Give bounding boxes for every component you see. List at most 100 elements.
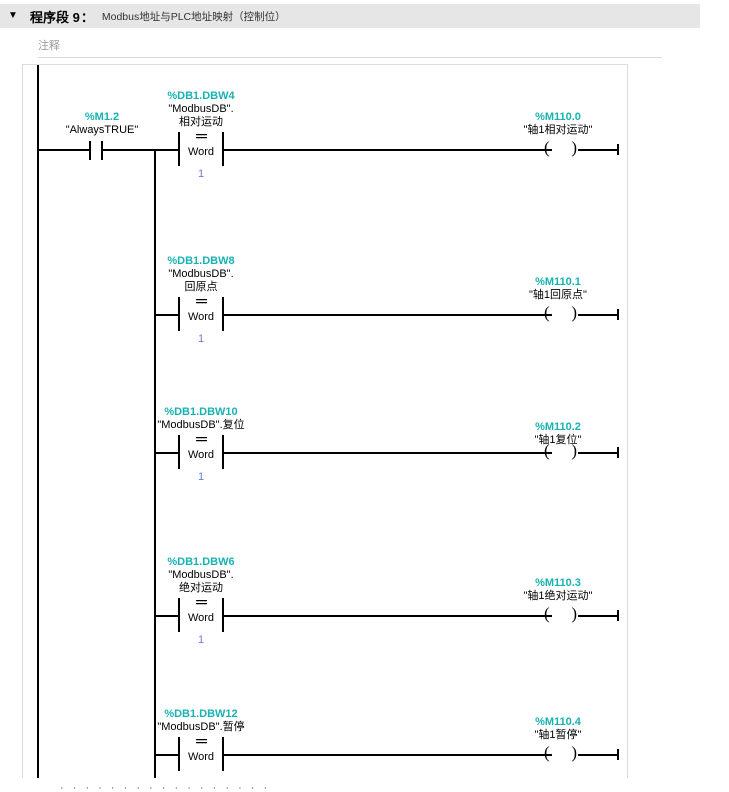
coil-paren-left: ( [544, 743, 550, 762]
compare-address: %DB1.DBW8 [167, 255, 235, 267]
coil-symbol: "轴1绝对运动" [523, 590, 593, 602]
network-comment-field[interactable]: 注释 [38, 40, 60, 52]
wire-compare-to-coil-4 [222, 615, 552, 617]
compare-label-5: %DB1.DBW12 "ModbusDB".暂停 [121, 708, 281, 734]
coil-paren-left: ( [544, 138, 550, 157]
compare-value: 1 [197, 333, 205, 345]
compare-operator: == [195, 736, 208, 748]
rung-end-tick-4 [617, 610, 619, 621]
wire-compare-to-coil-2 [222, 314, 552, 316]
rung-end-tick-5 [617, 749, 619, 760]
comment-separator [38, 57, 662, 58]
network-subtitle: Modbus地址与PLC地址映射（控制位） [101, 10, 286, 23]
wire-compare-to-coil-3 [222, 452, 552, 454]
output-coil-1[interactable]: ( ) [544, 139, 578, 159]
compare-label-3: %DB1.DBW10 "ModbusDB".复位 [121, 406, 281, 432]
bottom-ellipsis: · · · · · · · · · · · · · · · · · [60, 782, 271, 790]
compare-operator: == [195, 131, 208, 143]
rung-end-tick-1 [617, 144, 619, 155]
compare-label-4: %DB1.DBW6 "ModbusDB". 绝对运动 [131, 556, 271, 595]
wire-compare-to-coil-5 [222, 754, 552, 756]
wire-coil-end-5 [578, 754, 619, 756]
wire-coil-end-1 [578, 149, 619, 151]
compare-side-left [178, 737, 180, 771]
coil-label-3: %M110.2 "轴1复位" [483, 421, 627, 447]
wire-bus-to-compare-1 [154, 149, 178, 151]
coil-label-1: %M110.0 "轴1相对运动" [483, 111, 627, 137]
power-rail [37, 65, 39, 778]
compare-datatype: Word [187, 146, 215, 158]
contact-symbol: "AlwaysTRUE" [65, 124, 139, 136]
coil-address: %M110.3 [535, 577, 581, 589]
compare-value: 1 [197, 168, 205, 180]
coil-symbol: "轴1回原点" [529, 289, 587, 301]
rung-end-tick-3 [617, 447, 619, 458]
compare-value: 1 [197, 634, 205, 646]
compare-symbol-line2: 绝对运动 [179, 582, 223, 594]
coil-paren-right: ) [571, 138, 577, 157]
output-coil-3[interactable]: ( ) [544, 442, 578, 462]
compare-symbol-line1: "ModbusDB". [168, 103, 234, 115]
coil-label-2: %M110.1 "轴1回原点" [483, 276, 627, 302]
wire-bus-to-compare-5 [154, 754, 178, 756]
compare-symbol-line1: "ModbusDB".暂停 [157, 721, 245, 733]
compare-address: %DB1.DBW10 [164, 406, 238, 418]
collapse-arrow-icon[interactable]: ▼ [8, 10, 18, 21]
coil-label-4: %M110.3 "轴1绝对运动" [483, 577, 627, 603]
output-coil-5[interactable]: ( ) [544, 744, 578, 764]
compare-side-left [178, 132, 180, 166]
compare-symbol-line1: "ModbusDB".复位 [157, 419, 245, 431]
ladder-canvas: %M1.2 "AlwaysTRUE" %DB1.DBW4 "ModbusDB".… [22, 64, 628, 778]
compare-operator: == [195, 296, 208, 308]
compare-symbol-line2: 相对运动 [179, 116, 223, 128]
coil-paren-right: ) [571, 743, 577, 762]
wire-rail-to-contact [37, 149, 89, 151]
compare-side-left [178, 435, 180, 469]
wire-bus-to-compare-3 [154, 452, 178, 454]
compare-address: %DB1.DBW6 [167, 556, 235, 568]
coil-paren-left: ( [544, 604, 550, 623]
wire-compare-to-coil-1 [222, 149, 552, 151]
wire-contact-to-bus [103, 149, 156, 151]
compare-datatype: Word [187, 311, 215, 323]
branch-vertical-bus [154, 150, 156, 778]
coil-paren-right: ) [571, 441, 577, 460]
contact-bar-left [89, 141, 91, 160]
compare-label-1: %DB1.DBW4 "ModbusDB". 相对运动 [131, 90, 271, 129]
compare-address: %DB1.DBW4 [167, 90, 235, 102]
compare-operator: == [195, 434, 208, 446]
coil-address: %M110.2 [535, 421, 581, 433]
coil-address: %M110.0 [535, 111, 581, 123]
network-title-colon: ： [80, 9, 94, 25]
compare-datatype: Word [187, 751, 215, 763]
compare-side-left [178, 598, 180, 632]
coil-paren-right: ) [571, 604, 577, 623]
coil-label-5: %M110.4 "轴1暂停" [483, 716, 627, 742]
compare-datatype: Word [187, 449, 215, 461]
compare-label-2: %DB1.DBW8 "ModbusDB". 回原点 [131, 255, 271, 294]
compare-value: 1 [197, 471, 205, 483]
compare-side-left [178, 297, 180, 331]
compare-address: %DB1.DBW12 [164, 708, 238, 720]
wire-coil-end-2 [578, 314, 619, 316]
output-coil-4[interactable]: ( ) [544, 605, 578, 625]
compare-symbol-line1: "ModbusDB". [168, 268, 234, 280]
compare-operator: == [195, 597, 208, 609]
contact-bar-right [101, 141, 103, 160]
network-title: 程序段 9 [30, 9, 80, 25]
coil-address: %M110.1 [535, 276, 581, 288]
network-header: ▼ 程序段 9 ： Modbus地址与PLC地址映射（控制位） [0, 4, 700, 28]
compare-symbol-line1: "ModbusDB". [168, 569, 234, 581]
output-coil-2[interactable]: ( ) [544, 304, 578, 324]
contact-address: %M1.2 [84, 111, 120, 123]
coil-paren-right: ) [571, 303, 577, 322]
wire-bus-to-compare-2 [154, 314, 178, 316]
coil-symbol: "轴1暂停" [534, 729, 582, 741]
compare-symbol-line2: 回原点 [184, 281, 218, 293]
wire-bus-to-compare-4 [154, 615, 178, 617]
coil-paren-left: ( [544, 441, 550, 460]
coil-symbol: "轴1相对运动" [523, 124, 593, 136]
coil-paren-left: ( [544, 303, 550, 322]
wire-coil-end-3 [578, 452, 619, 454]
contact-label-always-true: %M1.2 "AlwaysTRUE" [47, 111, 157, 137]
